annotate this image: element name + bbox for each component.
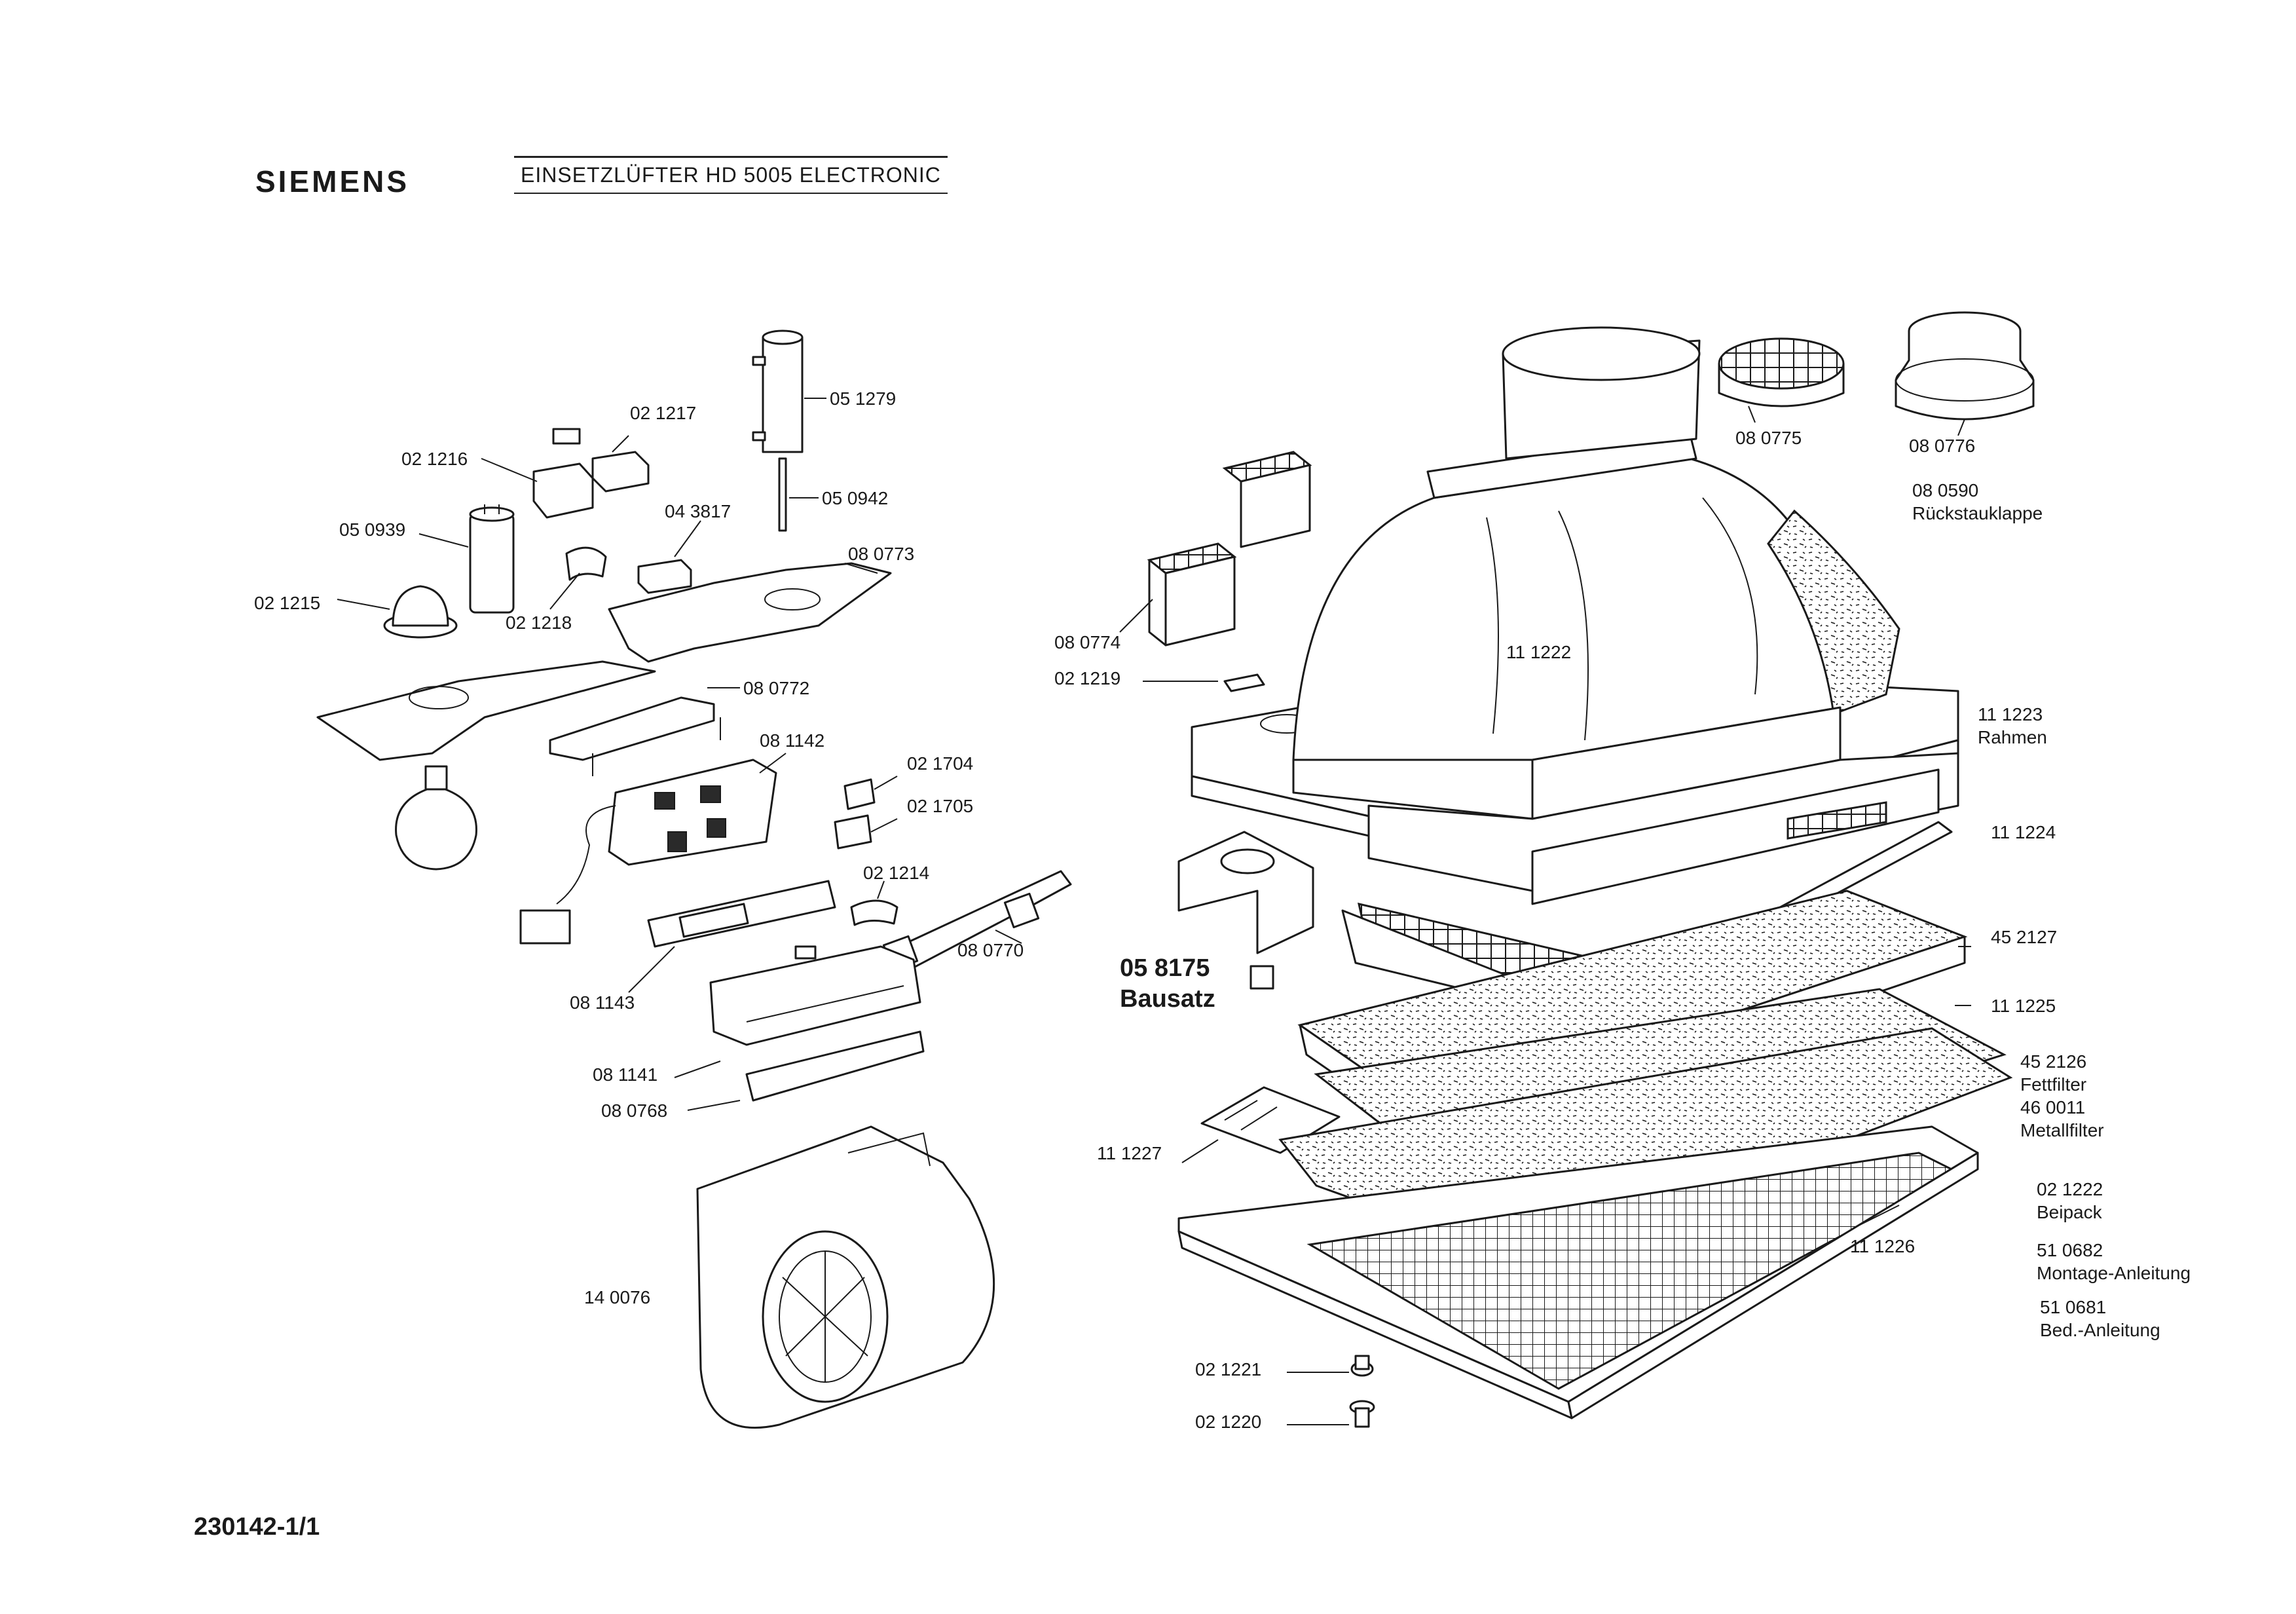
part-08-1142-circuit-board [519, 753, 787, 945]
part-05-0939-capacitor [418, 504, 515, 614]
note-45-2126-text: Fettfilter [2020, 1074, 2086, 1095]
part-05-8175-kit [1177, 831, 1314, 990]
part-14-0076-blower [696, 1125, 995, 1429]
note-11-1223-number: 11 1223 [1978, 704, 2043, 724]
part-08-1141-housing [674, 945, 921, 1078]
part-11-1226-bottom-frame [1177, 1125, 1979, 1419]
label-11-1222: 11 1222 [1506, 642, 1571, 662]
document-number: 230142-1/1 [194, 1513, 320, 1541]
note-02-1222-text: Beipack [2037, 1202, 2103, 1222]
label-08-1141: 08 1141 [593, 1064, 657, 1085]
hood-assembly [1119, 311, 2035, 1428]
part-02-1219-tab [1143, 673, 1265, 692]
label-45-2127: 45 2127 [1991, 927, 2057, 947]
part-04-3817-terminal [637, 520, 701, 594]
label-04-3817: 04 3817 [665, 501, 731, 521]
label-11-1227: 11 1227 [1097, 1143, 1162, 1163]
hood-lower-housing [1367, 752, 1959, 905]
part-02-1704-switch [843, 776, 898, 810]
label-08-1142: 08 1142 [760, 730, 824, 751]
part-11-1222-hood-body [1292, 326, 1900, 820]
label-02-1215: 02 1215 [254, 593, 320, 613]
part-08-0774-cover [1119, 451, 1312, 647]
label-11-1224: 11 1224 [1991, 822, 2056, 842]
label-08-0776: 08 0776 [1909, 436, 1975, 456]
label-14-0076: 14 0076 [584, 1287, 650, 1307]
part-02-1705-switch [834, 814, 898, 850]
note-46-0011-text: Metallfilter [2020, 1120, 2104, 1140]
label-02-1219: 02 1219 [1054, 668, 1120, 688]
note-51-0682-text: Montage-Anleitung [2037, 1263, 2191, 1283]
part-08-0775-grille [1718, 337, 1845, 423]
label-02-1705: 02 1705 [907, 796, 973, 816]
kit-number: 05 8175 [1120, 954, 1210, 982]
label-02-1214: 02 1214 [863, 863, 929, 883]
label-02-1221: 02 1221 [1195, 1359, 1261, 1379]
label-02-1220: 02 1220 [1195, 1412, 1261, 1432]
label-05-1279: 05 1279 [830, 388, 896, 409]
label-11-1225: 11 1225 [1991, 996, 2056, 1016]
part-08-0776-collar [1895, 311, 2035, 436]
diagram-title: EINSETZLÜFTER HD 5005 ELECTRONIC [514, 156, 948, 194]
label-08-0773: 08 0773 [848, 544, 914, 564]
label-02-1217: 02 1217 [630, 403, 696, 423]
label-08-0772: 08 0772 [743, 678, 809, 698]
label-08-0768: 08 0768 [601, 1100, 667, 1121]
label-02-1218: 02 1218 [506, 612, 572, 633]
label-05-0942: 05 0942 [822, 488, 888, 508]
label-05-0939: 05 0939 [339, 519, 405, 540]
switch-bracket [549, 696, 721, 776]
label-08-0770: 08 0770 [957, 940, 1024, 960]
part-02-1216-relay [481, 428, 594, 519]
label-08-1143: 08 1143 [570, 992, 635, 1013]
note-11-1223-text: Rahmen [1978, 727, 2047, 747]
label-11-1226: 11 1226 [1850, 1236, 1915, 1256]
part-02-1217-box [591, 435, 650, 493]
label-08-0775: 08 0775 [1735, 428, 1802, 448]
part-08-0773-mounting-plate [608, 562, 892, 663]
note-51-0682-number: 51 0682 [2037, 1240, 2103, 1260]
label-02-1216: 02 1216 [401, 449, 468, 469]
lamp-bulb [395, 765, 477, 871]
note-51-0681-text: Bed.-Anleitung [2040, 1320, 2160, 1340]
part-08-1143-control-panel [628, 880, 836, 993]
note-08-0590-text: Rückstauklappe [1912, 503, 2043, 523]
label-02-1704: 02 1704 [907, 753, 973, 774]
part-02-1220-screw [1287, 1400, 1375, 1428]
label-08-0774: 08 0774 [1054, 632, 1120, 652]
electrical-assembly [316, 329, 1072, 1429]
part-02-1214-clip [850, 880, 898, 926]
part-05-0942-rod [778, 457, 819, 532]
note-02-1222-number: 02 1222 [2037, 1179, 2103, 1199]
part-labels: 05 1279 02 1217 02 1216 05 0942 04 3817 … [254, 388, 2191, 1432]
note-46-0011-number: 46 0011 [2020, 1097, 2085, 1117]
part-08-0772-lamp-plate [316, 660, 740, 761]
part-02-1218-clip [549, 546, 607, 610]
note-08-0590-number: 08 0590 [1912, 480, 1978, 500]
kit-name: Bausatz [1120, 985, 1215, 1013]
part-02-1221-screw [1287, 1355, 1374, 1377]
part-02-1215-lamp-holder [337, 585, 458, 639]
part-05-1279-tube [752, 329, 826, 453]
note-45-2126-number: 45 2126 [2020, 1051, 2086, 1072]
note-51-0681-number: 51 0681 [2040, 1297, 2106, 1317]
brand-logo: SIEMENS [255, 164, 410, 198]
part-08-0768-trim-frame [687, 1030, 925, 1111]
